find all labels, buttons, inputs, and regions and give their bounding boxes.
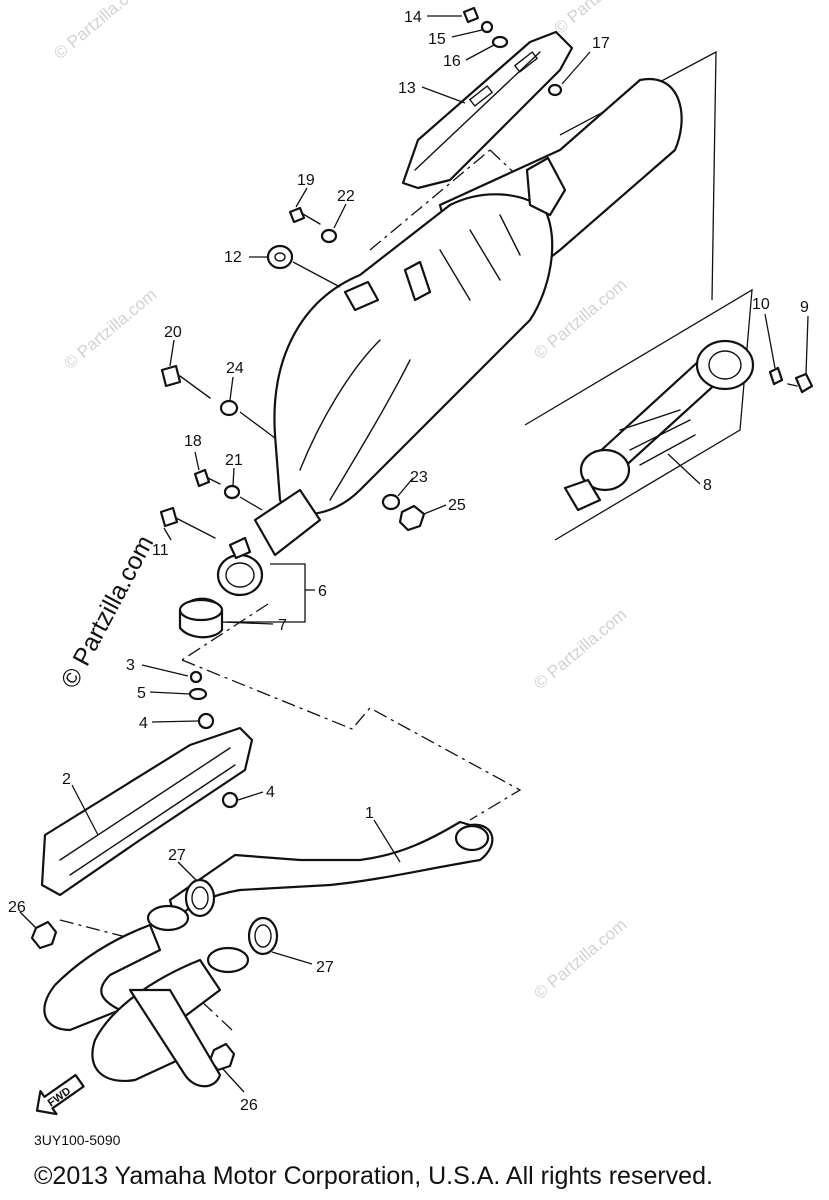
- callout-2: 2: [62, 771, 71, 788]
- watermark-5: © Partzilla.com: [530, 605, 630, 693]
- callout-23: 23: [410, 469, 428, 486]
- hardware: [30, 6, 814, 1072]
- gasket-sleeve: [178, 597, 224, 639]
- callout-10: 10: [752, 296, 770, 313]
- callout-4-upper: 4: [139, 715, 148, 732]
- callout-7: 7: [278, 617, 287, 634]
- callout-6: 6: [318, 583, 327, 600]
- callout-5: 5: [137, 685, 146, 702]
- callout-13: 13: [398, 80, 416, 97]
- heat-protector-upper: [401, 30, 574, 190]
- callout-21: 21: [225, 452, 243, 469]
- fwd-arrow: FWD: [35, 1073, 85, 1116]
- callout-15: 15: [428, 31, 446, 48]
- callout-8: 8: [703, 477, 712, 494]
- callout-11: 11: [152, 542, 169, 559]
- callout-22: 22: [337, 188, 355, 205]
- muffler-body: [216, 77, 683, 597]
- callout-4-lower: 4: [266, 784, 275, 801]
- callout-27-lower: 27: [316, 959, 334, 976]
- callout-24: 24: [226, 360, 244, 377]
- callout-19: 19: [297, 172, 315, 189]
- diagram-code: 3UY100-5090: [34, 1132, 121, 1148]
- callout-20: 20: [164, 324, 182, 341]
- watermark-7: © Partzilla.com: [530, 915, 630, 1003]
- callout-18: 18: [184, 433, 202, 450]
- callout-26-lower: 26: [240, 1097, 258, 1114]
- heat-protector-lower: [40, 726, 254, 897]
- watermark-3: © Partzilla.com: [60, 285, 160, 373]
- callout-26-upper: 26: [8, 899, 26, 916]
- watermark-2: © Partzilla.com: [550, 0, 650, 38]
- gaskets: [184, 878, 279, 956]
- leader-lines: [19, 15, 809, 1093]
- reference-numbers: 14 15 16 17 13 19 22 12 20 24 18 21 11 2…: [8, 9, 809, 1114]
- callout-9: 9: [800, 299, 809, 316]
- copyright-notice: ©2013 Yamaha Motor Corporation, U.S.A. A…: [34, 1162, 713, 1190]
- callout-3: 3: [126, 657, 135, 674]
- callout-27-upper: 27: [168, 847, 186, 864]
- assembly-lines: [59, 50, 753, 1031]
- callout-25: 25: [448, 497, 466, 514]
- callout-17: 17: [592, 35, 610, 52]
- watermark-main: © Partzilla.com: [56, 531, 160, 693]
- callout-16: 16: [443, 53, 461, 70]
- spark-arrester: [563, 339, 755, 512]
- watermark-1: © Partzilla.com: [50, 0, 150, 63]
- callout-12: 12: [224, 249, 242, 266]
- exhaust-pipe: [43, 820, 494, 1088]
- callout-14: 14: [404, 9, 422, 26]
- callout-1: 1: [365, 805, 374, 822]
